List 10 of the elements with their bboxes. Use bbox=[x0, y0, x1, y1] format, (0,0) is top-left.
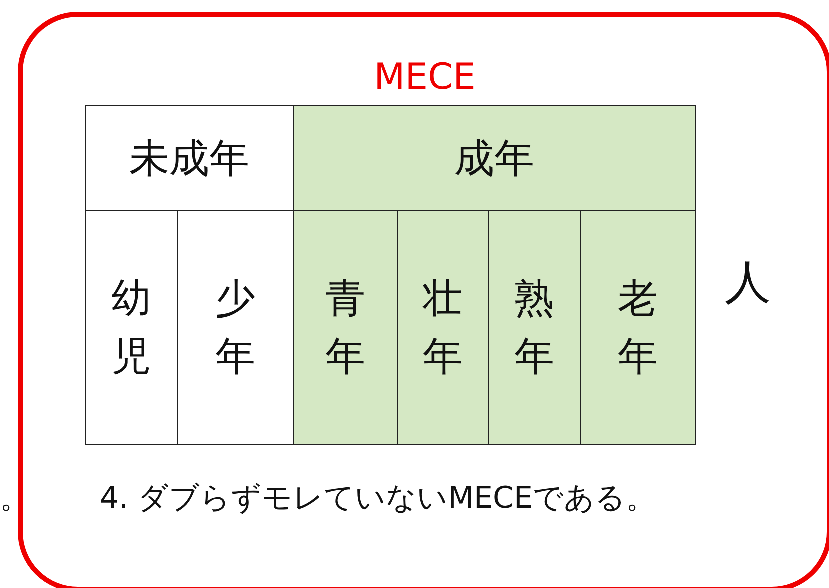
table-cell: 老年 bbox=[580, 210, 696, 445]
table-cell: 青年 bbox=[293, 210, 398, 445]
heading: MECE bbox=[373, 57, 477, 98]
table-cell: 熟年 bbox=[488, 210, 581, 445]
table-cell: 壮年 bbox=[397, 210, 489, 445]
side-label: 人 bbox=[725, 254, 771, 311]
text-fragment: 。 bbox=[0, 480, 30, 518]
table-cell: 幼児 bbox=[85, 210, 178, 445]
caption-text: 4. ダブらずモレていないMECEである。 bbox=[100, 480, 656, 518]
table-cell: 成年 bbox=[293, 105, 696, 211]
